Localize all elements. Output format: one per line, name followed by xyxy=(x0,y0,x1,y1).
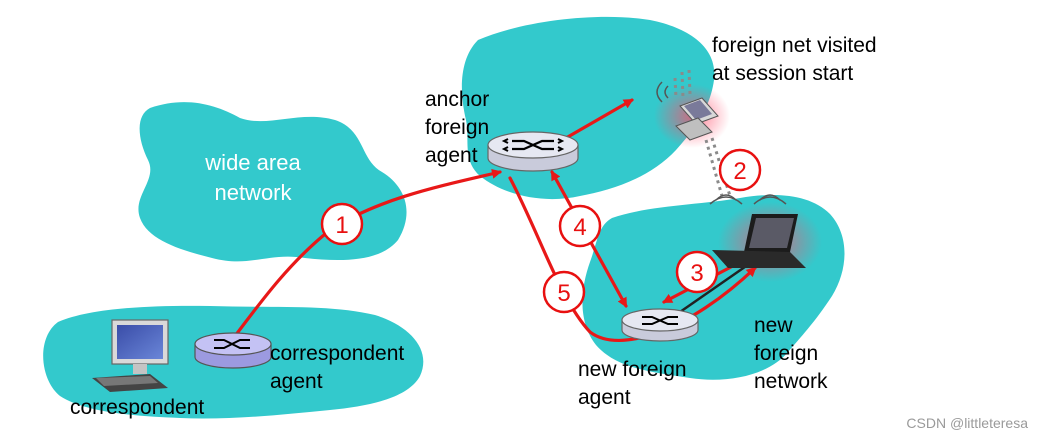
path-arrow-anchor-to-visited xyxy=(564,98,634,140)
watermark: CSDN @littleteresa xyxy=(906,415,1028,431)
wan-label-line1: wide area xyxy=(204,150,301,175)
anchor-agent-label-line2: foreign xyxy=(425,116,489,139)
svg-text:4: 4 xyxy=(573,214,586,241)
wireless-signal-icon xyxy=(656,81,787,205)
new-net-label-line1: new xyxy=(754,314,793,337)
new-laptop-icon xyxy=(712,214,806,268)
visited-net-label-line1: foreign net visited xyxy=(712,34,877,57)
svg-text:5: 5 xyxy=(557,280,570,307)
wan-label-line2: network xyxy=(214,180,292,205)
corr-agent-label-line2: agent xyxy=(270,370,323,393)
anchor-router-icon xyxy=(487,131,579,172)
new-net-label-line3: network xyxy=(754,370,828,393)
new-wireless-link xyxy=(679,260,753,314)
anchor-agent-label-line1: anchor xyxy=(425,88,489,111)
new-foreign-router-icon xyxy=(621,308,699,342)
visited-laptop-icon xyxy=(675,97,719,141)
step-badge-1: 1 xyxy=(320,202,364,246)
correspondent-label: correspondent xyxy=(70,396,204,419)
visited-net-label-line2: at session start xyxy=(712,62,853,85)
svg-text:3: 3 xyxy=(690,260,703,287)
new-agent-label-line1: new foreign xyxy=(578,358,687,381)
path-arrow-5 xyxy=(508,176,757,342)
svg-text:1: 1 xyxy=(335,212,348,239)
step-badge-3: 3 xyxy=(675,250,719,294)
new-agent-label-line2: agent xyxy=(578,386,631,409)
new-net-label-line2: foreign xyxy=(754,342,818,365)
step-badge-4: 4 xyxy=(558,204,602,248)
desktop-computer-icon xyxy=(92,319,169,392)
step-badge-5: 5 xyxy=(542,270,586,314)
svg-text:2: 2 xyxy=(733,158,746,185)
anchor-agent-label-line3: agent xyxy=(425,144,478,167)
corr-agent-label-line1: correspondent xyxy=(270,342,404,365)
step-badge-2: 2 xyxy=(718,148,762,192)
correspondent-router-icon xyxy=(194,332,272,369)
